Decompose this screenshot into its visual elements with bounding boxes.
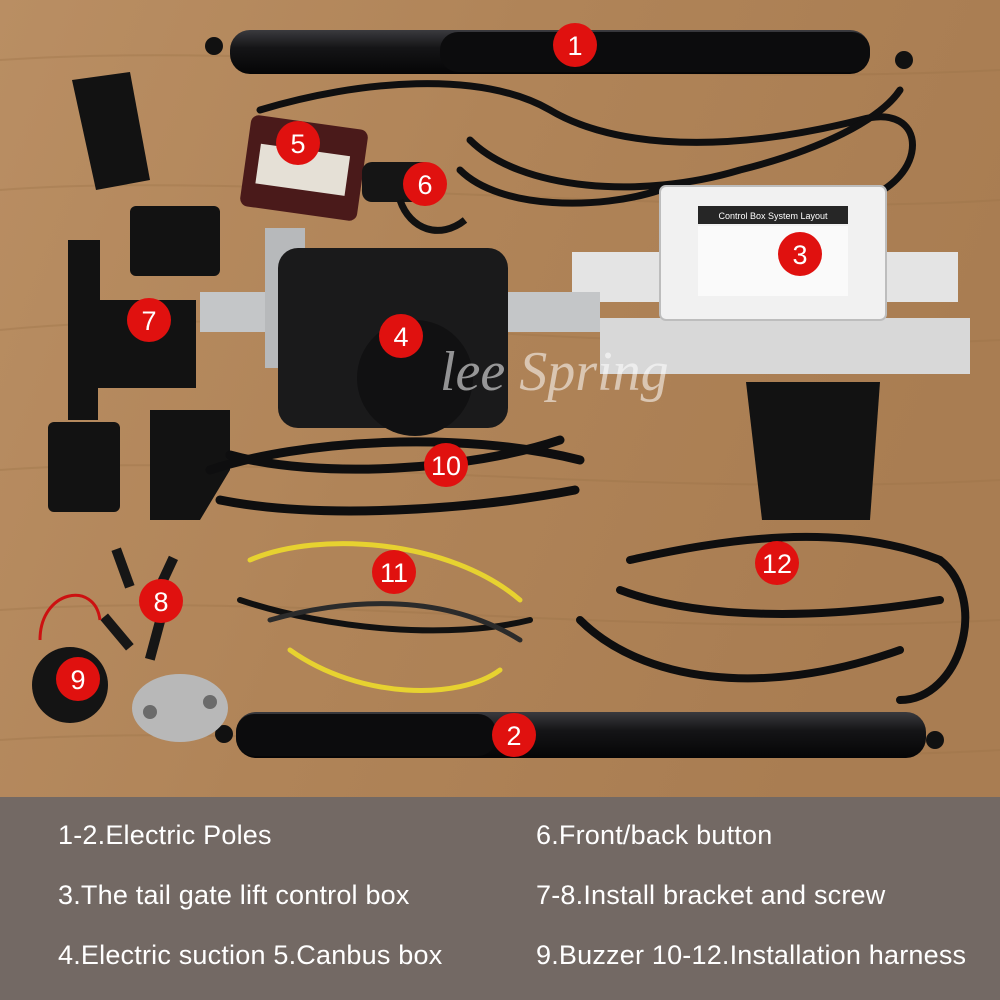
legend-item-button: 6.Front/back button xyxy=(536,820,773,850)
marker-12: 12 xyxy=(755,541,799,585)
legend-item-bracket-screw: 7-8.Install bracket and screw xyxy=(536,880,886,910)
marker-6-label: 6 xyxy=(417,170,432,200)
marker-2: 2 xyxy=(492,713,536,757)
kit-photo: Control Box System Layout xyxy=(0,0,1000,797)
marker-5-label: 5 xyxy=(290,129,305,159)
control-box: Control Box System Layout xyxy=(572,185,970,374)
harness-11 xyxy=(237,541,533,693)
top-wiring xyxy=(256,80,916,207)
marker-6: 6 xyxy=(403,162,447,206)
marker-3-label: 3 xyxy=(792,240,807,270)
harness-12 xyxy=(576,532,970,704)
marker-9: 9 xyxy=(56,657,100,701)
marker-12-label: 12 xyxy=(762,549,792,579)
marker-7: 7 xyxy=(127,298,171,342)
marker-5: 5 xyxy=(276,121,320,165)
control-box-label: Control Box System Layout xyxy=(718,211,828,221)
marker-8: 8 xyxy=(139,579,183,623)
marker-11: 11 xyxy=(372,550,416,594)
marker-9-label: 9 xyxy=(70,665,85,695)
marker-1: 1 xyxy=(553,23,597,67)
legend-item-poles: 1-2.Electric Poles xyxy=(58,820,272,850)
marker-4-label: 4 xyxy=(393,322,408,352)
legend-item-control-box: 3.The tail gate lift control box xyxy=(58,880,410,910)
marker-1-label: 1 xyxy=(567,31,582,61)
legend-item-suction-canbus: 4.Electric suction 5.Canbus box xyxy=(58,940,443,970)
marker-2-label: 2 xyxy=(506,721,521,751)
legend-item-buzzer-harness: 9.Buzzer 10-12.Installation harness xyxy=(536,940,967,970)
marker-7-label: 7 xyxy=(141,306,156,336)
parts-legend: 1-2.Electric Poles 3.The tail gate lift … xyxy=(0,797,1000,1000)
striker-plate xyxy=(132,674,228,742)
kit-photo-drawing: Control Box System Layout xyxy=(0,0,1000,797)
marker-10: 10 xyxy=(424,443,468,487)
harness-10 xyxy=(205,435,585,516)
marker-10-label: 10 xyxy=(431,451,461,481)
watermark: lee Spring xyxy=(440,341,669,403)
electric-pole-bottom xyxy=(215,712,944,758)
marker-3: 3 xyxy=(778,232,822,276)
marker-8-label: 8 xyxy=(153,587,168,617)
electric-pole-top xyxy=(205,30,913,74)
canbus-box xyxy=(240,115,368,221)
marker-4: 4 xyxy=(379,314,423,358)
marker-11-label: 11 xyxy=(380,558,408,588)
